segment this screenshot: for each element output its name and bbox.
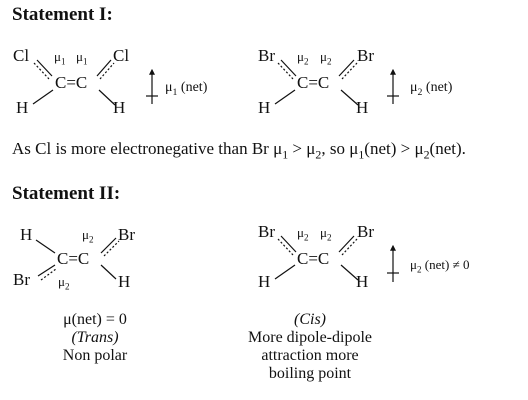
atom-cl-right: Cl — [113, 46, 130, 65]
bond-line — [32, 89, 54, 105]
bond-line — [340, 264, 359, 281]
bond-line — [36, 59, 53, 77]
atom-h-right: H — [113, 98, 126, 117]
mu-label: μ1 — [54, 49, 66, 67]
atom-h-right: H — [118, 272, 131, 291]
dipole-cross-mark — [103, 240, 120, 257]
bond-line — [340, 89, 359, 106]
bond-line — [37, 264, 56, 277]
caption-line: boiling point — [268, 365, 352, 382]
atom-br-right: Br — [357, 222, 374, 241]
caption-line: attraction more — [261, 347, 359, 364]
bond-line — [338, 235, 355, 253]
double-bond: C=C — [57, 249, 90, 268]
atom-h-left: H — [258, 98, 271, 117]
dipole-cross-mark — [99, 62, 115, 80]
double-bond: C=C — [297, 73, 330, 92]
double-bond: C=C — [297, 249, 330, 268]
bond-line — [96, 59, 112, 77]
atom-h-left: H — [16, 98, 29, 117]
bond-line — [98, 89, 116, 106]
statement-2-heading: Statement II: — [12, 183, 121, 204]
mu-label: μ2 — [82, 227, 94, 245]
atom-h-right: H — [356, 98, 369, 117]
atom-br-left: Br — [258, 46, 275, 65]
trans-label: (Trans) — [71, 329, 119, 346]
net-zero-text: μ(net) = 0 — [63, 311, 127, 328]
nonpolar-label: Non polar — [62, 347, 128, 364]
atom-br-left: Br — [13, 270, 30, 289]
statement-1-heading: Statement I: — [12, 4, 113, 25]
bond-line — [338, 59, 355, 77]
double-bond: C=C — [55, 73, 88, 92]
bond-line — [100, 237, 117, 254]
bond-line — [280, 235, 297, 253]
atom-br-right: Br — [118, 225, 135, 244]
bond-line — [274, 264, 296, 280]
atom-br-left: Br — [258, 222, 275, 241]
bond-line — [280, 59, 297, 77]
net-dipole-label: μ2 (net) ≠ 0 — [410, 257, 470, 275]
explanation-text: As Cl is more electronegative than Br μ1… — [12, 139, 466, 162]
mu-label: μ1 — [76, 49, 88, 67]
atom-h-right: H — [356, 272, 369, 291]
atom-h-left: H — [20, 225, 33, 244]
bond-line — [35, 239, 56, 254]
atom-br-right: Br — [357, 46, 374, 65]
net-dipole-label: μ1 (net) — [165, 80, 208, 98]
caption-line: More dipole-dipole — [248, 329, 372, 346]
atom-h-left: H — [258, 272, 271, 291]
cis-label: (Cis) — [294, 311, 326, 328]
atom-cl-left: Cl — [13, 46, 30, 65]
dipole-cross-mark — [40, 268, 57, 281]
mu-label: μ2 — [297, 225, 309, 243]
bond-line — [100, 264, 117, 280]
mu-label: μ2 — [297, 49, 309, 67]
mu-label: μ2 — [58, 274, 70, 292]
mu-label: μ2 — [320, 49, 332, 67]
net-dipole-label: μ2 (net) — [410, 80, 453, 98]
mu-label: μ2 — [320, 225, 332, 243]
bond-line — [274, 89, 296, 105]
